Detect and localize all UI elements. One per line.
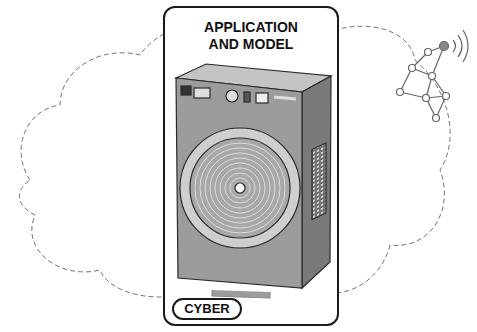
badge-label: CYBER	[184, 301, 230, 317]
application-card: APPLICATION AND MODEL CYBER	[163, 6, 339, 326]
drum-ring	[200, 148, 280, 228]
drum-ring	[205, 153, 275, 223]
card-ground	[164, 7, 338, 325]
drum-ring	[215, 163, 265, 213]
drum-ring	[230, 178, 250, 198]
card-heading: APPLICATION AND MODEL	[165, 8, 337, 53]
drum-ring	[225, 173, 255, 203]
drum-ring	[210, 158, 270, 218]
network-icon	[397, 30, 469, 122]
brand-badge: CYBER	[172, 298, 242, 320]
drum-ring	[195, 143, 285, 233]
washing-machine	[176, 64, 331, 298]
drum-ring	[220, 168, 260, 208]
